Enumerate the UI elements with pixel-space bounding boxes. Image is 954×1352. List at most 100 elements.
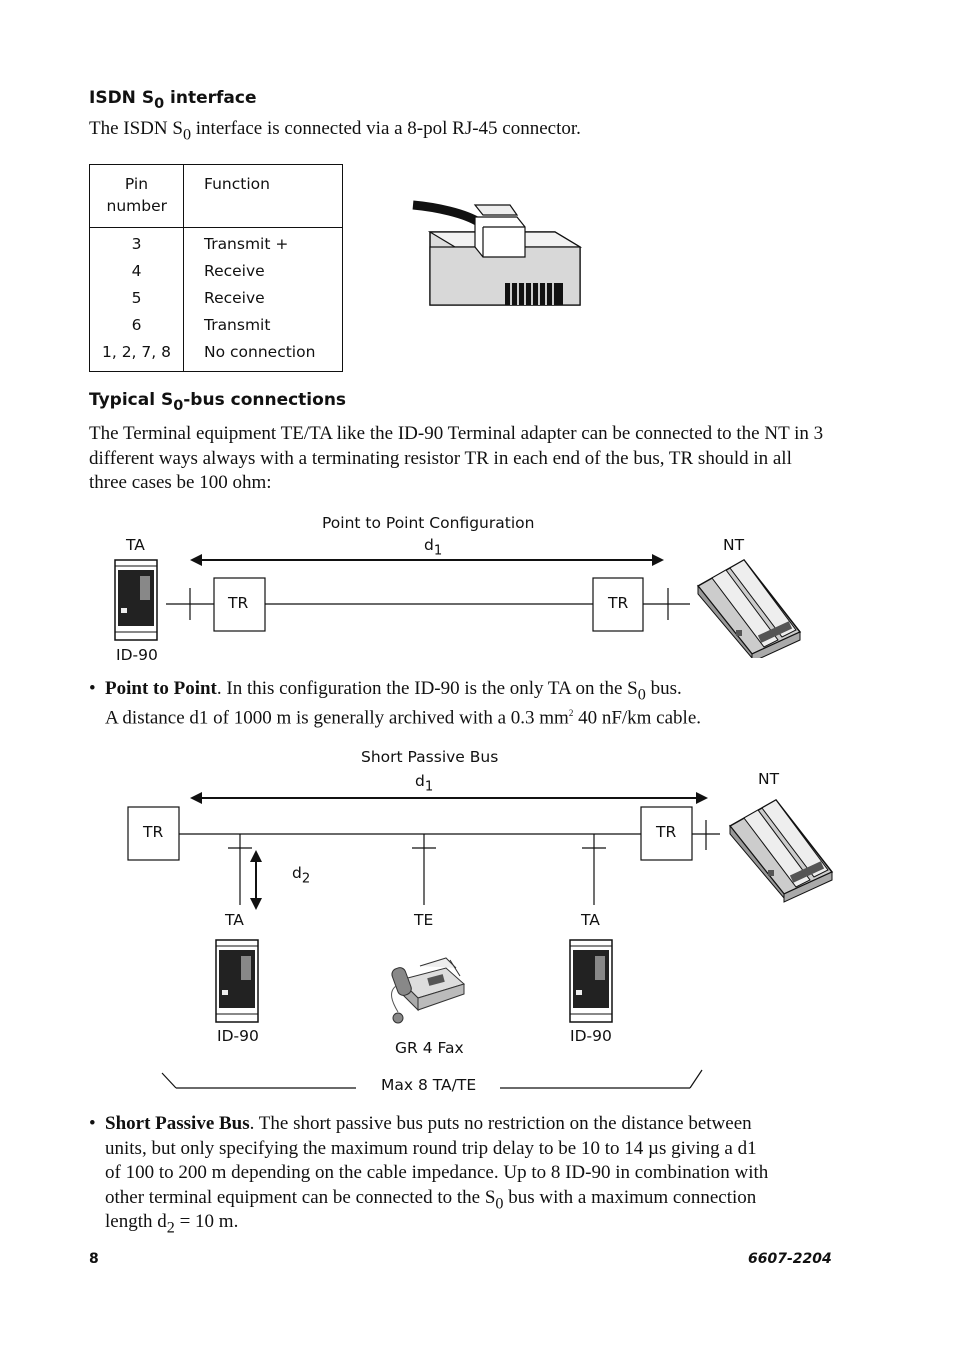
diagram1-device-label: ID-90 [116,646,158,664]
stub-subscript: 2 [301,871,311,887]
bullet-subscript: 2 [166,1219,175,1237]
bullet-bold: Point to Point [105,678,217,699]
rj45-connector-illustration [412,200,583,306]
bullet-line: of 100 to 200 m depending on the cable i… [105,1162,769,1183]
intro-paragraph: The ISDN S0 interface is connected via a… [89,117,581,148]
bullet-line: units, but only specifying the maximum r… [105,1137,757,1159]
distance-text: d [424,536,434,554]
intro-subscript: 0 [182,126,192,144]
diagram1-nt-label: NT [723,536,745,554]
bullet-line: Short Passive Bus. The short passive bus… [105,1112,752,1137]
tr-box-right [592,577,644,632]
heading-text: ISDN S [89,88,155,108]
diagram1-distance: d1 [424,536,442,559]
bullet-text: bus with a maximum connection [503,1186,757,1208]
diagram2-ta1-label: TA [225,911,244,929]
intro-text: The ISDN S [89,118,183,139]
stub-text: d [292,864,302,882]
diagram2-ta2-label: TA [581,911,600,929]
diagram2-drawing [127,792,834,1089]
diagram2-distance: d1 [415,772,433,795]
diagram1-drawing [114,554,802,658]
intro-text: interface is connected via a 8-pol RJ-45… [191,118,581,139]
heading-text: Typical S [89,390,174,410]
bullet-marker: • [89,678,96,699]
function-column-header: Function [183,164,343,228]
diagram2-tr-right-label: TR [656,823,677,841]
bullet-text: 40 nF/km cable. [573,707,702,729]
stub-ta2 [582,834,606,905]
bullet-text: other terminal equipment can be connecte… [105,1186,496,1208]
table-row: 3 Transmit + [89,227,343,257]
diagram2-stub-label: d2 [292,864,310,887]
heading-subscript: 0 [173,398,184,415]
tr-box-right [640,806,693,861]
bullet-text: A distance d1 of 1000 m is generally arc… [105,707,569,729]
table-row: 4 Receive [89,257,343,284]
function-cell: Receive [204,288,265,307]
table-row: 6 Transmit [89,311,343,338]
tr-box-left [213,577,266,632]
diagram2-fax-label: GR 4 Fax [395,1039,464,1057]
heading-subscript: 0 [154,96,165,113]
function-cell: No connection [204,342,316,361]
bullet-text: length d [105,1211,167,1232]
bullet-line: length d2 = 10 m. [105,1210,238,1241]
id90-device-icon [114,559,158,641]
page-number: 8 [89,1251,99,1267]
function-cell: Transmit + [204,234,289,253]
id90-device-icon [569,939,613,1023]
max-bracket [161,1069,703,1089]
bullet-text: . In this configuration the ID-90 is the… [216,678,638,699]
bullet-line: A distance d1 of 1000 m is generally arc… [105,701,701,731]
bus-paragraph: The Terminal equipment TE/TA like the ID… [89,423,824,493]
bullet-text: = 10 m. [174,1211,239,1232]
distance-subscript: 1 [424,779,434,795]
cable [412,200,483,227]
plug-contacts [505,283,563,305]
diagram2-device1-label: ID-90 [217,1027,259,1045]
diagram1-title: Point to Point Configuration [322,514,535,532]
diagram1-tr-right-label: TR [608,594,629,612]
stub-te [412,834,436,905]
heading-text: -bus connections [183,390,347,410]
document-number: 6607-2204 [748,1251,832,1267]
table-row: 1, 2, 7, 8 No connection [89,338,343,372]
pin-cell: 3 [89,227,184,257]
stub-length-arrow [250,850,262,910]
table-header-row: Pin number Function [89,164,343,228]
pin-cell: 6 [89,311,184,338]
pin-cell: 1, 2, 7, 8 [89,338,184,372]
pin-cell: 5 [89,284,184,311]
function-cell: Receive [204,261,265,280]
diagram2-max-label: Max 8 TA/TE [381,1076,477,1094]
diagram2-device2-label: ID-90 [570,1027,612,1045]
distance-text: d [415,772,425,790]
bullet-subscript: 0 [637,686,646,704]
bullet-bold: Short Passive Bus [105,1113,250,1134]
diagram2-te-label: TE [414,911,434,929]
bullet-line: other terminal equipment can be connecte… [105,1186,756,1217]
section-heading-bus: Typical S0-bus connections [89,390,346,414]
pin-cell: 4 [89,257,184,284]
bullet-subscript: 0 [495,1195,504,1213]
bullet-line: Point to Point. In this configuration th… [105,677,682,708]
diagram2-title: Short Passive Bus [361,748,499,766]
stub-ta1 [228,834,252,905]
fax-machine-icon [391,957,465,1024]
nt-box-icon [696,559,802,658]
table-row: 5 Receive [89,284,343,311]
diagram2-nt-label: NT [758,770,780,788]
bullet-text: . The short passive bus puts no restrict… [249,1113,752,1134]
function-cell: Transmit [204,315,271,334]
diagram1-tr-left-label: TR [228,594,249,612]
pin-header-text: Pin number [106,175,168,215]
bullet-text: bus. [645,678,682,699]
nt-box-icon [728,799,834,903]
distance-arrow [190,554,664,566]
bullet-marker: • [89,1113,96,1134]
latch-tab [473,204,519,216]
section-heading-isdn: ISDN S0 interface [89,88,257,112]
distance-arrow [190,792,708,804]
